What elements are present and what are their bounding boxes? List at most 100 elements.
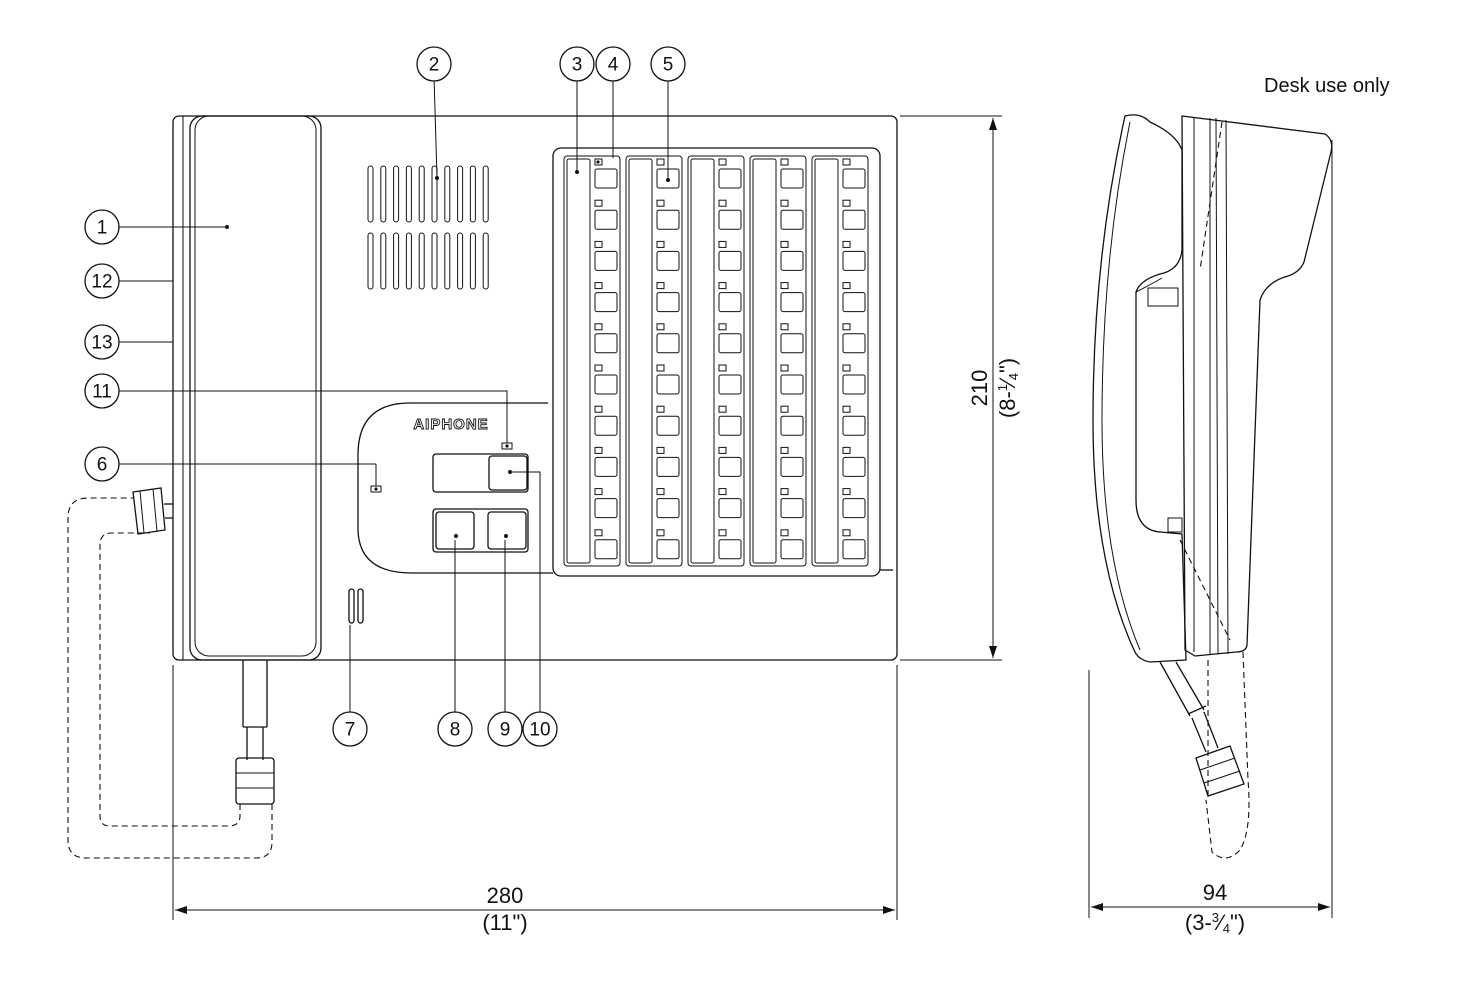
selector-button[interactable] — [718, 374, 742, 395]
selector-button[interactable] — [594, 168, 618, 189]
selector-led — [842, 364, 851, 372]
grille-slot — [469, 165, 476, 223]
selector-column — [563, 155, 621, 567]
name-card-strip — [690, 158, 715, 564]
selector-led — [656, 446, 665, 454]
selector-button[interactable] — [656, 374, 680, 395]
selector-button[interactable] — [780, 374, 804, 395]
selector-button[interactable] — [656, 456, 680, 477]
selector-button[interactable] — [780, 539, 804, 560]
selector-led — [656, 488, 665, 496]
callout-5: 5 — [650, 46, 686, 82]
selector-button[interactable] — [842, 374, 866, 395]
selector-panel — [552, 147, 893, 577]
selector-button[interactable] — [718, 292, 742, 313]
side-view: Desk use only 94 (3-3⁄4") — [1088, 75, 1390, 936]
selector-button[interactable] — [842, 498, 866, 519]
selector-led — [656, 199, 665, 207]
selector-button[interactable] — [780, 250, 804, 271]
control-button-9[interactable] — [487, 511, 527, 550]
callout-6: 6 — [84, 446, 120, 482]
selector-button[interactable] — [718, 539, 742, 560]
callout-2: 2 — [416, 46, 452, 82]
selector-button[interactable] — [718, 498, 742, 519]
selector-button[interactable] — [780, 498, 804, 519]
selector-led — [718, 446, 727, 454]
selector-button[interactable] — [718, 250, 742, 271]
selector-led — [594, 323, 603, 331]
usage-note: Desk use only — [1264, 75, 1390, 97]
selector-button[interactable] — [780, 456, 804, 477]
selector-button[interactable] — [718, 168, 742, 189]
selector-button[interactable] — [594, 292, 618, 313]
selector-button[interactable] — [842, 292, 866, 313]
callout-13: 13 — [84, 324, 120, 360]
callout-11: 11 — [84, 373, 120, 409]
selector-button[interactable] — [780, 168, 804, 189]
selector-button[interactable] — [594, 498, 618, 519]
callout-8: 8 — [437, 711, 473, 747]
selector-led — [594, 240, 603, 248]
callout-label: 5 — [663, 55, 674, 76]
selector-button[interactable] — [656, 333, 680, 354]
selector-led — [842, 158, 851, 166]
selector-led — [842, 240, 851, 248]
selector-button[interactable] — [842, 333, 866, 354]
selector-button[interactable] — [842, 415, 866, 436]
selector-button[interactable] — [594, 539, 618, 560]
grille-slot — [444, 232, 451, 290]
callout-label: 9 — [500, 720, 511, 741]
selector-button[interactable] — [656, 539, 680, 560]
selector-button[interactable] — [594, 333, 618, 354]
selector-led — [718, 282, 727, 290]
callout-1: 1 — [84, 209, 120, 245]
grille-slot — [431, 232, 438, 290]
selector-button[interactable] — [842, 456, 866, 477]
dimension-width: 280 (11") — [172, 665, 898, 935]
control-button-10[interactable] — [488, 455, 528, 491]
selector-button[interactable] — [656, 209, 680, 230]
selector-led — [780, 282, 789, 290]
width-in: (11") — [482, 910, 527, 935]
selector-button[interactable] — [780, 333, 804, 354]
dimension-height: 210 (8-1⁄4") — [900, 115, 1021, 661]
selector-led — [780, 364, 789, 372]
selector-led — [780, 446, 789, 454]
selector-button[interactable] — [594, 209, 618, 230]
selector-button[interactable] — [656, 250, 680, 271]
selector-button[interactable] — [656, 415, 680, 436]
grille-slot — [418, 165, 425, 223]
grille-slot — [444, 165, 451, 223]
width-mm: 280 — [487, 883, 524, 908]
selector-button[interactable] — [594, 374, 618, 395]
selector-column — [811, 155, 869, 567]
selector-led — [780, 240, 789, 248]
selector-button[interactable] — [594, 250, 618, 271]
name-card-strip — [814, 158, 839, 564]
handset — [67, 115, 322, 859]
selector-button[interactable] — [842, 250, 866, 271]
selector-led — [842, 405, 851, 413]
selector-led — [594, 488, 603, 496]
selector-button[interactable] — [718, 333, 742, 354]
base-unit — [1181, 115, 1333, 657]
selector-button[interactable] — [656, 498, 680, 519]
callout-label: 2 — [429, 55, 440, 76]
selector-button[interactable] — [842, 539, 866, 560]
selector-button[interactable] — [594, 415, 618, 436]
selector-button[interactable] — [780, 292, 804, 313]
selector-led — [842, 488, 851, 496]
name-card-strip — [628, 158, 653, 564]
callout-12: 12 — [84, 263, 120, 299]
selector-button[interactable] — [594, 456, 618, 477]
selector-button[interactable] — [842, 168, 866, 189]
selector-button[interactable] — [780, 209, 804, 230]
selector-button[interactable] — [780, 415, 804, 436]
selector-button[interactable] — [656, 292, 680, 313]
selector-button[interactable] — [718, 209, 742, 230]
selector-button[interactable] — [718, 456, 742, 477]
selector-button[interactable] — [842, 209, 866, 230]
selector-button[interactable] — [718, 415, 742, 436]
callout-10: 10 — [522, 711, 558, 747]
